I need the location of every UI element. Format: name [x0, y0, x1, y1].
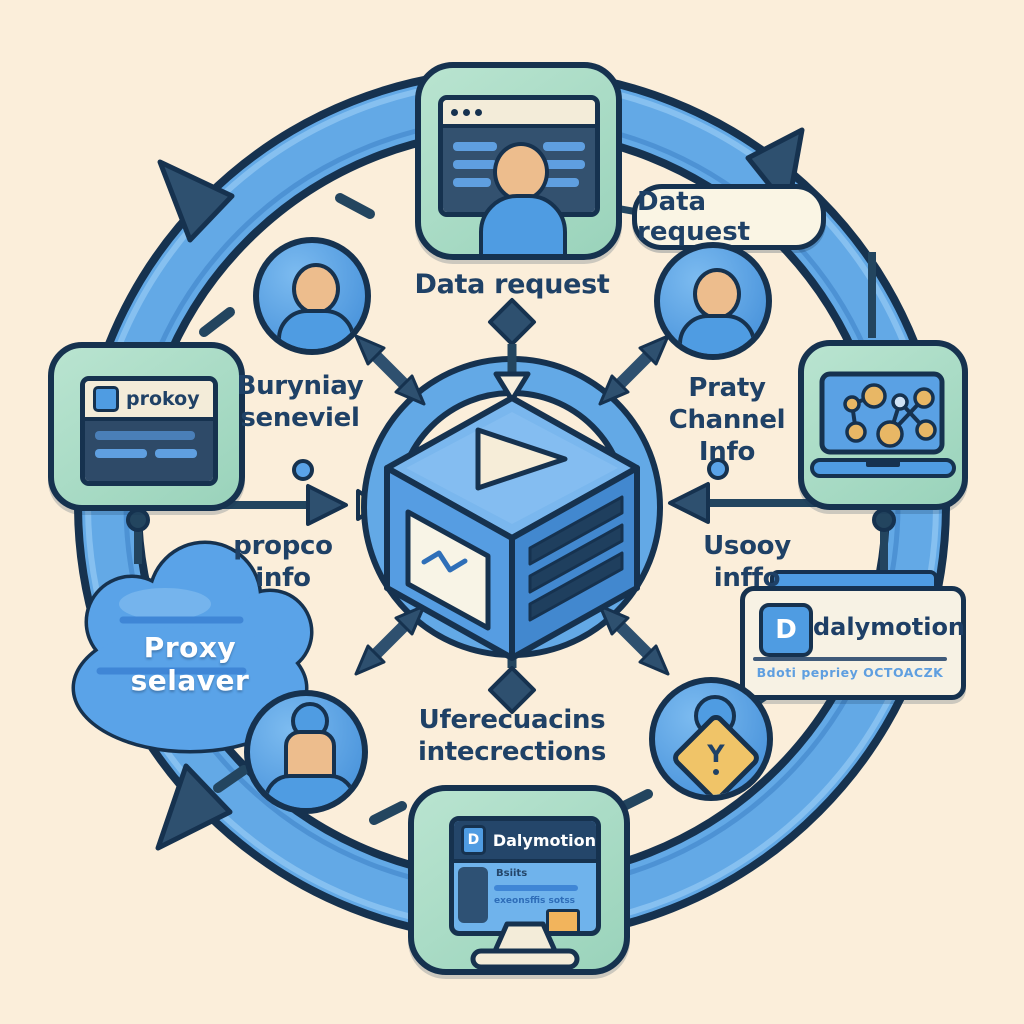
junction-dot-right — [872, 508, 896, 532]
diagonal-arrows — [354, 334, 670, 676]
label-line: Usooy — [703, 531, 791, 561]
proxy-titlebar: prokoy — [85, 381, 213, 421]
monitor-stand — [470, 921, 580, 969]
label-line: Channel — [668, 405, 786, 436]
monitor-sidebar — [458, 867, 488, 923]
proxy-content — [85, 421, 213, 481]
dailymotion-logo-icon: D — [759, 603, 813, 657]
monitor-text-1: Bsiits — [496, 868, 528, 879]
label-line: inffo — [713, 563, 781, 594]
monitor-text-2: exeonsffis sotss — [494, 896, 576, 906]
label-usooy-info: Usooy inffo — [667, 530, 827, 594]
avatar-head — [493, 142, 549, 202]
right-dot — [707, 458, 729, 480]
arrow-top-left — [354, 334, 426, 406]
label-line: Buryniay — [236, 371, 364, 401]
text-line — [95, 449, 147, 458]
badge-dot-icon — [713, 768, 719, 775]
signature-squiggle-icon — [421, 550, 468, 573]
label-data-request: Data request — [412, 268, 612, 301]
node-analytics-laptop — [798, 340, 968, 510]
monitor-title: Dalymotion — [492, 830, 596, 850]
junction-dot-left — [126, 508, 150, 532]
avatar-shoulders — [264, 774, 356, 808]
top-diamond-arrow — [488, 298, 536, 403]
text-line — [95, 431, 195, 440]
avatar-bottom-right: Y — [649, 677, 773, 801]
label-line: info — [255, 563, 311, 594]
junction-lines — [126, 252, 896, 588]
label-user-left: Buryniay seneviel — [215, 370, 385, 434]
cube-slats — [528, 495, 624, 622]
label-line: propco — [233, 531, 333, 561]
node-user-browser — [415, 62, 622, 260]
text-line — [543, 160, 585, 169]
text-line — [155, 449, 197, 458]
label-line: Info — [698, 437, 756, 468]
node-proxy-browser: prokoy — [48, 342, 245, 511]
speech-bubble-text: Data request — [637, 187, 751, 247]
monitor-orange-chip — [546, 909, 580, 931]
label-line: Praty — [688, 373, 766, 403]
dailymotion-card: D dalymotion Bdoti pepriey OCTOACZK — [740, 586, 966, 700]
proxy-cloud — [71, 540, 325, 763]
text-line — [543, 178, 579, 187]
arrow-bottom-right — [598, 604, 670, 676]
ring-arrow-top-left-icon — [157, 159, 235, 243]
laptop-network-icon — [810, 371, 956, 478]
window-dot-icon — [463, 108, 470, 116]
browser-titlebar — [443, 100, 595, 128]
card-title: dalymotion — [813, 613, 966, 641]
label-line: seneviel — [240, 403, 360, 434]
monitor-header: D Dalymotion — [454, 821, 596, 863]
badge-letter: Y — [707, 739, 725, 768]
label-interactions: Uferecuacins intecrections — [377, 704, 647, 768]
label-line: intecrections — [417, 737, 607, 768]
monitor-rule — [494, 885, 578, 891]
label-line: Uferecuacins — [418, 705, 606, 735]
ring-arrow-bottom-left-icon — [155, 763, 233, 851]
text-line — [453, 142, 497, 151]
card-divider — [753, 657, 947, 661]
window-dot-icon — [451, 108, 458, 116]
label-channel-info: Praty Channel Info — [647, 372, 807, 469]
proxy-window: prokoy — [80, 376, 218, 486]
arrow-top-right — [598, 334, 670, 406]
label-line: Data request — [414, 269, 610, 300]
cloud-label: Proxy selaver — [130, 631, 250, 697]
badge-letter-wrap: Y — [688, 730, 744, 786]
speech-bubble: Data request — [632, 184, 826, 250]
avatar-head — [292, 263, 340, 315]
text-line — [543, 142, 585, 151]
node-dailymotion-monitor: D Dalymotion Bsiits exeonsffis sotss — [408, 785, 630, 975]
avatar-shoulders — [678, 314, 756, 354]
monitor-logo-icon: D — [461, 825, 486, 855]
play-icon — [475, 427, 568, 491]
logo-letter: D — [467, 832, 480, 848]
avatar-top-right — [654, 242, 772, 360]
label-propco-info: propco info — [203, 530, 363, 594]
avatar-top-left — [253, 237, 371, 355]
proxy-favicon-icon — [93, 386, 119, 412]
avatar-bottom-left — [244, 690, 368, 814]
proxy-title: prokoy — [126, 388, 200, 410]
warning-diamond-icon: Y — [669, 711, 763, 795]
card-subtitle: Bdoti pepriey OCTOACZK — [756, 665, 944, 680]
monitor-body: Bsiits exeonsffis sotss — [454, 863, 596, 931]
left-dot — [292, 459, 314, 481]
text-line — [453, 160, 497, 169]
logo-letter: D — [775, 615, 797, 645]
avatar-shoulders — [479, 194, 567, 254]
arrow-bottom-left — [354, 604, 426, 676]
monitor-screen: D Dalymotion Bsiits exeonsffis sotss — [449, 816, 601, 936]
avatar-shoulders — [277, 309, 355, 349]
avatar-head — [693, 268, 741, 320]
window-dot-icon — [475, 108, 482, 116]
text-line — [453, 178, 491, 187]
media-cube — [384, 395, 640, 661]
